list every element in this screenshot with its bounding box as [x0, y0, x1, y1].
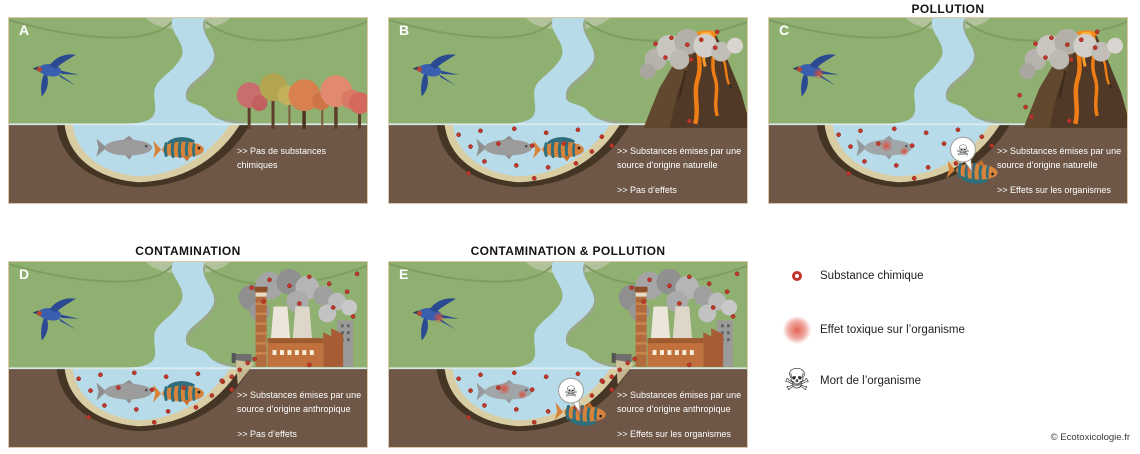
panel-letter: A: [19, 22, 30, 38]
toxic-effect-icon: [517, 389, 528, 400]
legend-item-death: ☠ Mort de l’organisme: [782, 366, 921, 396]
panel-letter: C: [779, 22, 790, 38]
panel-letter: D: [19, 266, 30, 282]
panel-letter: E: [399, 266, 409, 282]
panel-b: B >> Substances émises par une source d’…: [388, 17, 748, 204]
caption-line: >> Effets sur les organismes: [617, 429, 731, 439]
panel-e: E >> Substances émises par une source d’…: [388, 261, 748, 448]
caption-line: >> Pas de substances chimiques: [237, 146, 327, 170]
caption-line: >> Pas d’effets: [617, 185, 677, 195]
toxic-effect-icon: [812, 67, 825, 80]
toxic-effect-icon: [432, 311, 445, 324]
panel-captions: >> Substances émises par une source d’or…: [237, 388, 367, 447]
panel-c-title: POLLUTION: [911, 2, 985, 16]
panel-c: C >> Substances émises par une source d’…: [768, 17, 1128, 204]
panel-letter: B: [399, 22, 410, 38]
skull-crossbones-icon: ☠: [783, 363, 811, 398]
copyright-text: © Ecotoxicologie.fr: [1050, 432, 1130, 443]
panel-captions: >> Substances émises par une source d’or…: [997, 144, 1127, 203]
legend-label: Effet toxique sur l’organisme: [820, 324, 965, 336]
panel-e-title: CONTAMINATION & POLLUTION: [470, 244, 666, 258]
toxic-effect-icon: [879, 139, 893, 153]
caption-line: >> Substances émises par une source d’or…: [617, 146, 742, 170]
caption-line: >> Substances émises par une source d’or…: [617, 390, 742, 414]
discharge-fan: [615, 359, 635, 385]
panel-d: D >> Substances émises par une source d’…: [8, 261, 368, 448]
caption-line: >> Substances émises par une source d’or…: [237, 390, 362, 414]
toxic-effect-blur-icon: [783, 316, 811, 344]
panel-captions: >> Substances émises par une source d’or…: [617, 144, 747, 203]
legend-label: Substance chimique: [820, 270, 924, 282]
toxic-effect-icon: [497, 382, 511, 396]
caption-line: >> Effets sur les organismes: [997, 185, 1111, 195]
caption-line: >> Substances émises par une source d’or…: [997, 146, 1122, 170]
discharge-fan: [235, 359, 255, 385]
legend-item-toxic-effect: Effet toxique sur l’organisme: [782, 316, 965, 344]
panel-captions: >> Substances émises par une source d’or…: [617, 388, 747, 447]
chemical-substance-dot-icon: [792, 271, 802, 281]
toxic-effect-icon: [899, 146, 910, 157]
legend-item-chemical-substance: Substance chimique: [782, 270, 924, 282]
panel-captions: >> Pas de substances chimiques: [237, 144, 367, 183]
panel-a: A >> Pas de substances chimiques: [8, 17, 368, 204]
caption-line: >> Pas d’effets: [237, 429, 297, 439]
panel-d-title: CONTAMINATION: [135, 244, 241, 258]
legend-label: Mort de l’organisme: [820, 375, 921, 387]
